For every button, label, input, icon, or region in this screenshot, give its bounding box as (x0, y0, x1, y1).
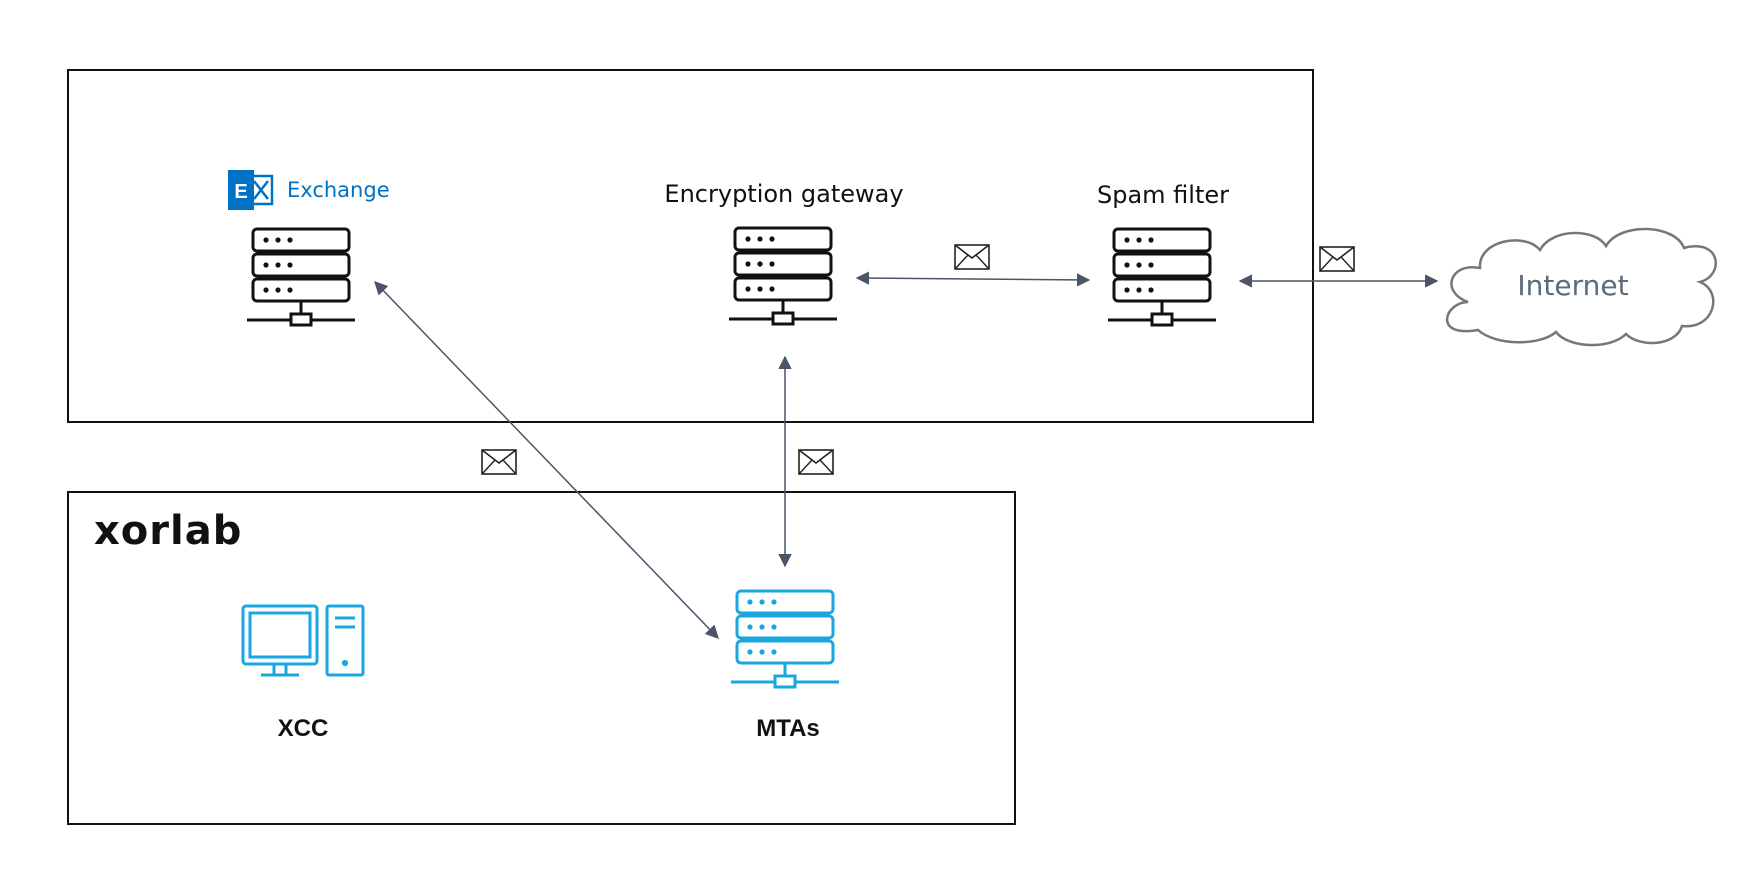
mtas-server-icon (729, 589, 841, 689)
internet-label: Internet (1517, 269, 1628, 302)
encryption-gateway-label: Encryption gateway (664, 180, 903, 208)
encryption-gateway-server-icon (727, 226, 839, 326)
spam-filter-label: Spam filter (1097, 181, 1229, 209)
exchange-server-icon (245, 227, 357, 327)
envelope-icon (798, 449, 834, 475)
internet-cloud: Internet (1445, 227, 1717, 347)
desktop-computer-icon (241, 604, 365, 677)
infrastructure-box (67, 69, 1314, 423)
exchange-logo-arrows-icon (248, 174, 274, 206)
exchange-logo: E Exchange (228, 170, 390, 210)
mtas-label: MTAs (756, 715, 820, 742)
cloud-icon (1445, 227, 1717, 347)
spam-filter-server-icon (1106, 227, 1218, 327)
connection-exchange-mtas (374, 281, 719, 639)
exchange-logo-letter: E (234, 181, 247, 203)
xorlab-logo: xorlab (94, 508, 242, 554)
envelope-icon (1319, 246, 1355, 272)
xcc-label: XCC (278, 715, 329, 742)
envelope-icon (481, 449, 517, 475)
envelope-icon (954, 244, 990, 270)
connection-gateway-spamfilter (855, 271, 1091, 287)
exchange-logo-text: Exchange (287, 178, 390, 202)
